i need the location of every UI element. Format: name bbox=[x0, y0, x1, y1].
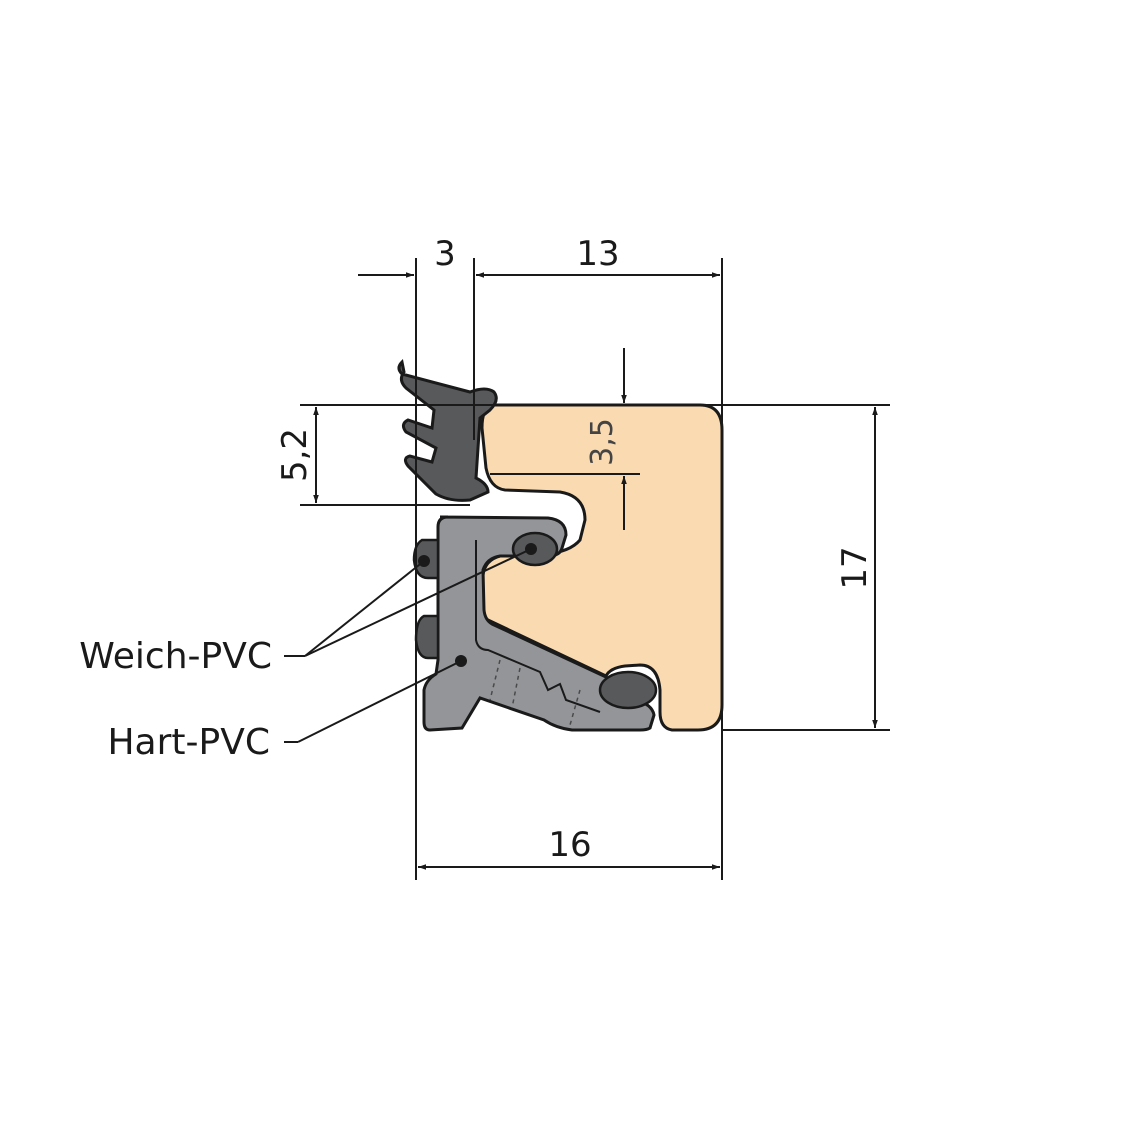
label-hart-pvc: Hart-PVC bbox=[107, 722, 270, 763]
dim-lip-width: 3 bbox=[434, 234, 456, 274]
leader-lines bbox=[284, 548, 532, 743]
dim-lip-offset: 3,5 bbox=[585, 418, 620, 466]
soft-pvc-bead-bottom bbox=[598, 670, 658, 710]
dim-lip-height: 5,2 bbox=[275, 428, 315, 482]
label-weich-pvc: Weich-PVC bbox=[79, 636, 272, 677]
carrier-fold bbox=[475, 540, 601, 713]
dim-total-height: 17 bbox=[835, 546, 875, 589]
dimension-lines bbox=[313, 272, 878, 870]
soft-pvc-lip-lower bbox=[414, 614, 440, 660]
extension-lines bbox=[300, 258, 890, 880]
gasket-seal bbox=[397, 358, 498, 502]
dim-total-width: 16 bbox=[548, 825, 591, 865]
dim-profile-width: 13 bbox=[576, 234, 619, 274]
carrier-hatch bbox=[489, 659, 581, 726]
